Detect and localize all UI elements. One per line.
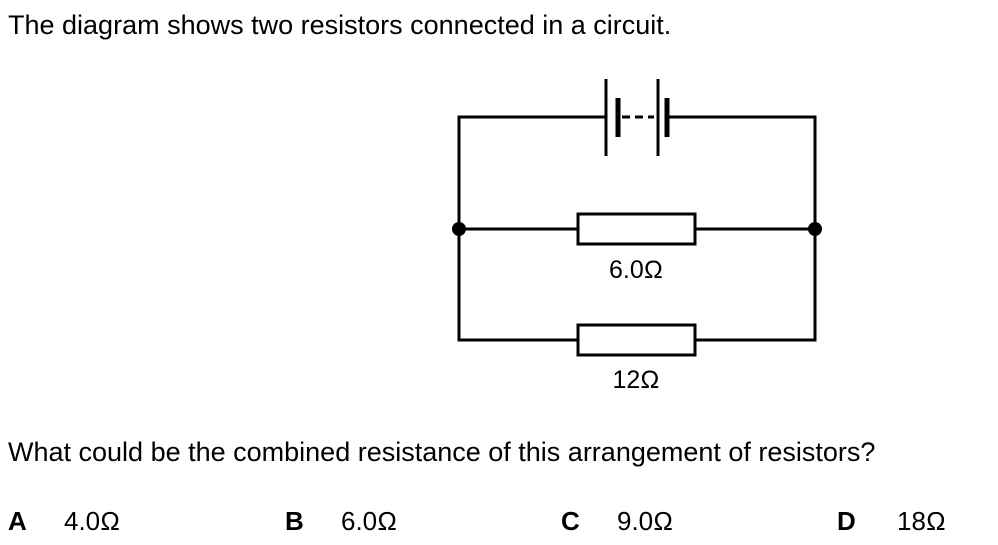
option-c-value: 9.0Ω bbox=[617, 506, 674, 536]
junction-dot-right bbox=[808, 222, 822, 236]
junction-dot-left bbox=[452, 222, 466, 236]
option-d-letter: D bbox=[837, 506, 856, 536]
circuit-diagram: 6.0Ω 12Ω bbox=[452, 79, 822, 394]
battery-symbol bbox=[604, 79, 670, 156]
option-a-value: 4.0Ω bbox=[64, 506, 121, 536]
resistor-12-ohm bbox=[576, 323, 697, 357]
option-a-letter: A bbox=[8, 506, 27, 536]
resistor-6-ohm-label: 6.0Ω bbox=[609, 256, 663, 284]
intro-text: The diagram shows two resistors connecte… bbox=[8, 10, 672, 40]
option-c[interactable]: C 9.0Ω bbox=[561, 505, 673, 537]
option-b[interactable]: B 6.0Ω bbox=[285, 505, 397, 537]
option-b-letter: B bbox=[285, 506, 304, 536]
option-a[interactable]: A 4.0Ω bbox=[8, 505, 120, 537]
question-text: What could be the combined resistance of… bbox=[8, 437, 876, 467]
resistor-6-ohm bbox=[576, 212, 697, 246]
option-c-letter: C bbox=[561, 506, 580, 536]
option-d-value: 18Ω bbox=[897, 506, 946, 536]
resistor-12-ohm-label: 12Ω bbox=[612, 366, 659, 394]
option-b-value: 6.0Ω bbox=[341, 506, 398, 536]
option-d[interactable]: D 18Ω bbox=[837, 505, 946, 537]
